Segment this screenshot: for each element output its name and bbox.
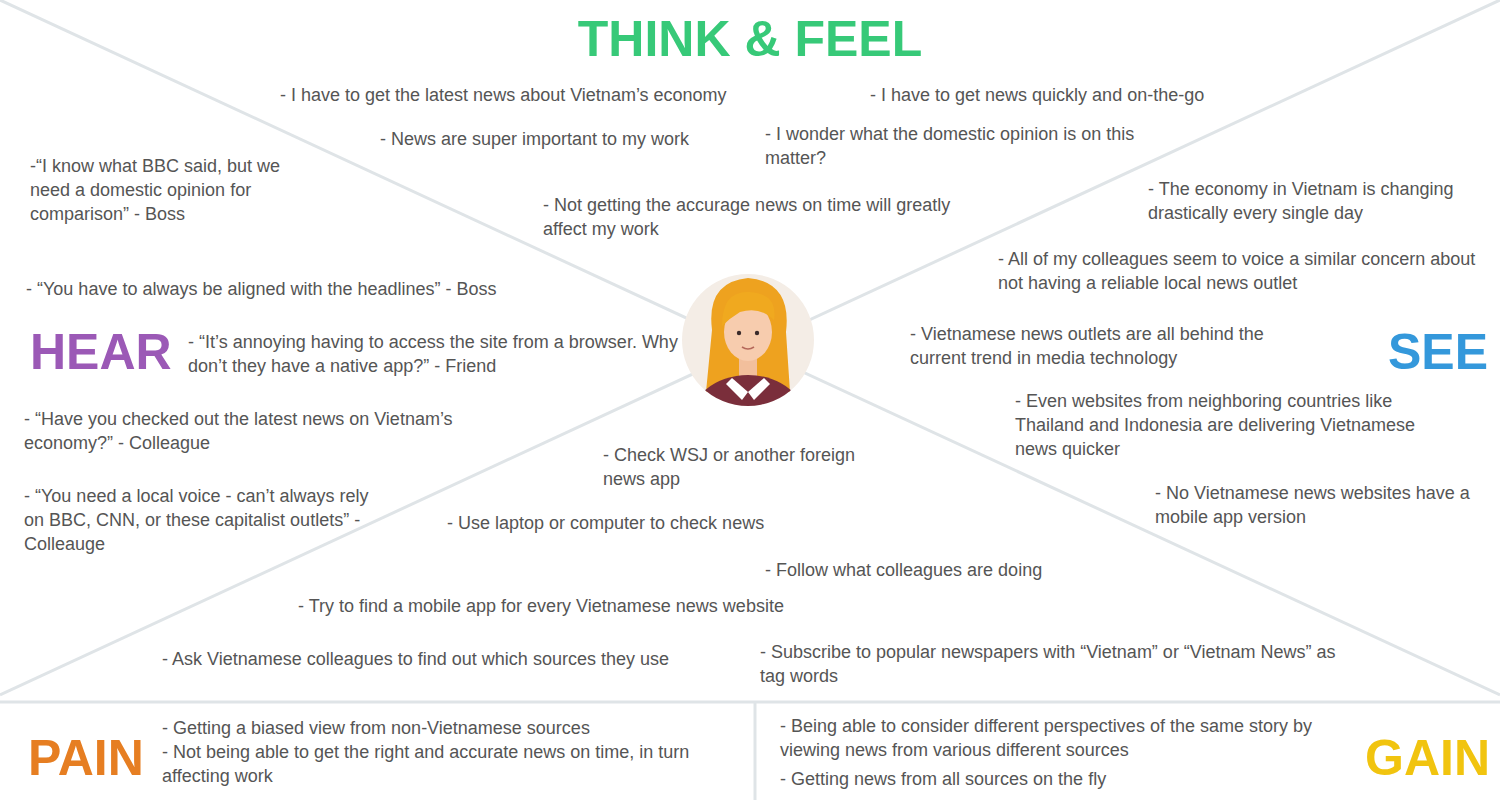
note-text: - News are super important to my work [380,127,780,151]
note-text: - I wonder what the domestic opinion is … [765,122,1145,170]
divider-line [0,0,1500,695]
note-text: - Try to find a mobile app for every Vie… [298,594,858,618]
note-text: - Even websites from neighboring countri… [1015,389,1460,461]
note-text: - “You have to always be aligned with th… [26,277,586,301]
note-text: - Ask Vietnamese colleagues to find out … [162,647,702,671]
region-heading: GAIN [1358,731,1490,786]
band-divider [754,702,757,800]
do-region: - Check WSJ or another foreign news app -… [150,435,1380,700]
note-text: - I have to get news quickly and on-the-… [870,83,1250,107]
note-text: - I have to get the latest news about Vi… [280,83,800,107]
note-text: - Not getting the accurage news on time … [543,193,998,241]
avatar-hair [706,278,790,392]
think-feel-region: THINK & FEEL - I have to get the latest n… [260,10,1250,250]
note-text: - Being able to consider different persp… [780,714,1355,762]
note-text: - Getting a biased view from non-Vietnam… [162,716,742,740]
note-text: - Getting news from all sources on the f… [780,767,1355,791]
note-text: - Follow what colleagues are doing [765,558,1095,582]
note-text: - Check WSJ or another foreign news app [603,443,893,491]
region-heading: THINK & FEEL [560,12,940,67]
region-heading: SEE [1380,325,1488,380]
avatar-eye [737,331,741,335]
note-text: - Subscribe to popular newspapers with “… [760,640,1360,688]
note-text: - “Have you checked out the latest news … [24,407,494,455]
note-text: - “You need a local voice - can’t always… [24,484,369,556]
avatar-collar [726,378,748,400]
hear-region: HEAR -“I know what BBC said, but we need … [15,145,680,565]
note-text: - No Vietnamese news websites have a mob… [1155,481,1485,529]
avatar-fringe [722,292,775,326]
note-text: - “It’s annoying having to access the si… [188,330,678,378]
note-text: - Use laptop or computer to check news [447,511,827,535]
see-region: SEE - The economy in Vietnam is changing … [900,170,1495,535]
gain-band: GAIN- Being able to consider different p… [755,702,1500,800]
avatar-eye [755,331,759,335]
avatar-collar [748,378,770,400]
note-text: - The economy in Vietnam is changing dra… [1148,177,1488,225]
avatar-mouth [742,347,754,349]
note-text: - Vietnamese news outlets are all behind… [910,322,1305,370]
note-text: - Not being able to get the right and ac… [162,740,742,788]
band-line [0,701,1500,704]
pain-band: PAIN- Getting a biased view from non-Vie… [0,702,755,800]
region-heading: PAIN [28,731,158,786]
note-text: - All of my colleagues seem to voice a s… [998,247,1478,295]
region-heading: HEAR [30,325,185,380]
divider-line [0,0,1500,695]
persona-avatar [682,274,814,475]
note-text: -“I know what BBC said, but we need a do… [30,154,320,226]
